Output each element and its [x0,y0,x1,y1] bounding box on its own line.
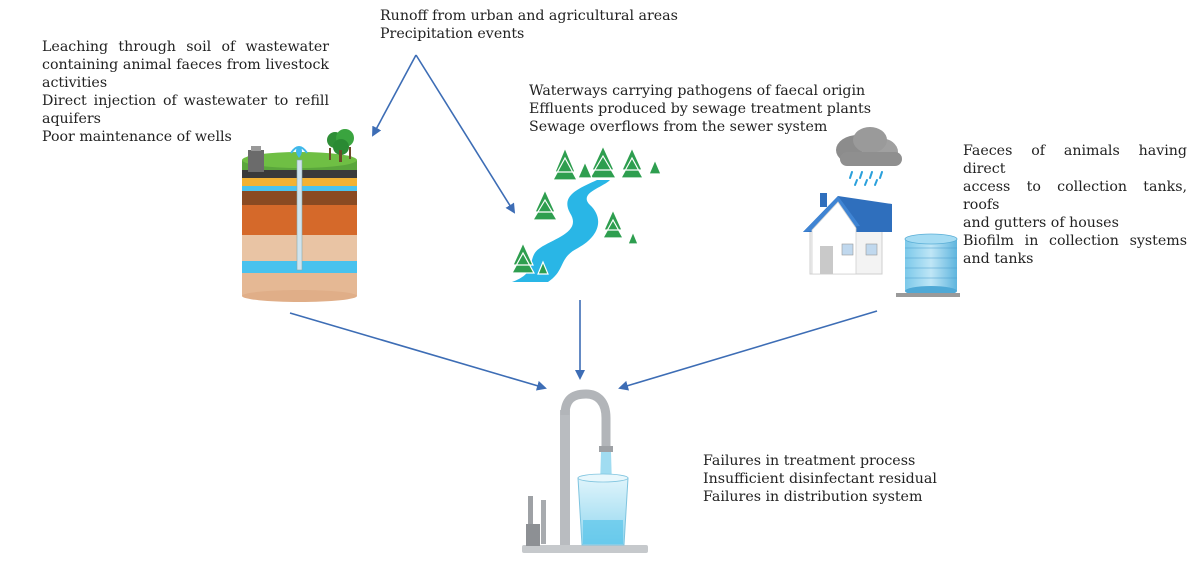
rain-line-1: Faeces of animals having direct [963,143,1187,177]
tap-line-3: Failures in distribution system [703,489,923,505]
arrow-groundwater-to-tap [289,312,547,391]
groundwater-line-2: containing animal faeces from livestock [42,57,329,73]
surface-line-2: Effluents produced by sewage treatment p… [529,101,872,117]
surface-line-3: Sewage overflows from the sewer system [529,119,828,135]
runoff-sources: Runoff from urban and agricultural areas… [380,7,678,43]
groundwater-line-5: aquifers [42,111,101,127]
faucet-glass-icon [522,389,648,553]
groundwater-line-6: Poor maintenance of wells [42,129,232,145]
rain-line-5: and tanks [963,251,1034,267]
rain-line-2: access to collection tanks, roofs [963,179,1187,213]
surface-water-sources: Waterways carrying pathogens of faecal o… [529,82,871,136]
tap-line-2: Insufficient disinfectant residual [703,471,937,487]
aquifer-well-icon [242,129,357,302]
surface-line-1: Waterways carrying pathogens of faecal o… [529,83,866,99]
house-rain-icon [803,127,902,275]
arrow-runoff-to-groundwater [372,54,417,137]
tap-line-1: Failures in treatment process [703,453,916,469]
flow-arrows [289,54,878,391]
river-forest-icon [510,144,662,282]
groundwater-line-1: Leaching through soil of wastewater [42,39,329,55]
arrow-rain-to-tap [618,310,878,391]
rain-line-3: and gutters of houses [963,215,1119,231]
groundwater-line-3: activities [42,75,108,91]
runoff-line-2: Precipitation events [380,26,525,42]
water-tank-icon [896,233,960,297]
arrow-runoff-to-surface [415,54,516,214]
groundwater-contamination-sources: Leaching through soil of wastewater cont… [42,38,329,146]
rain-line-4: Biofilm in collection systems [963,233,1187,249]
groundwater-line-4: Direct injection of wastewater to refill [42,93,329,109]
tap-water-failures: Failures in treatment process Insufficie… [703,452,937,506]
rainwater-harvesting-sources: Faeces of animals having direct access t… [963,142,1187,268]
runoff-line-1: Runoff from urban and agricultural areas [380,8,678,24]
